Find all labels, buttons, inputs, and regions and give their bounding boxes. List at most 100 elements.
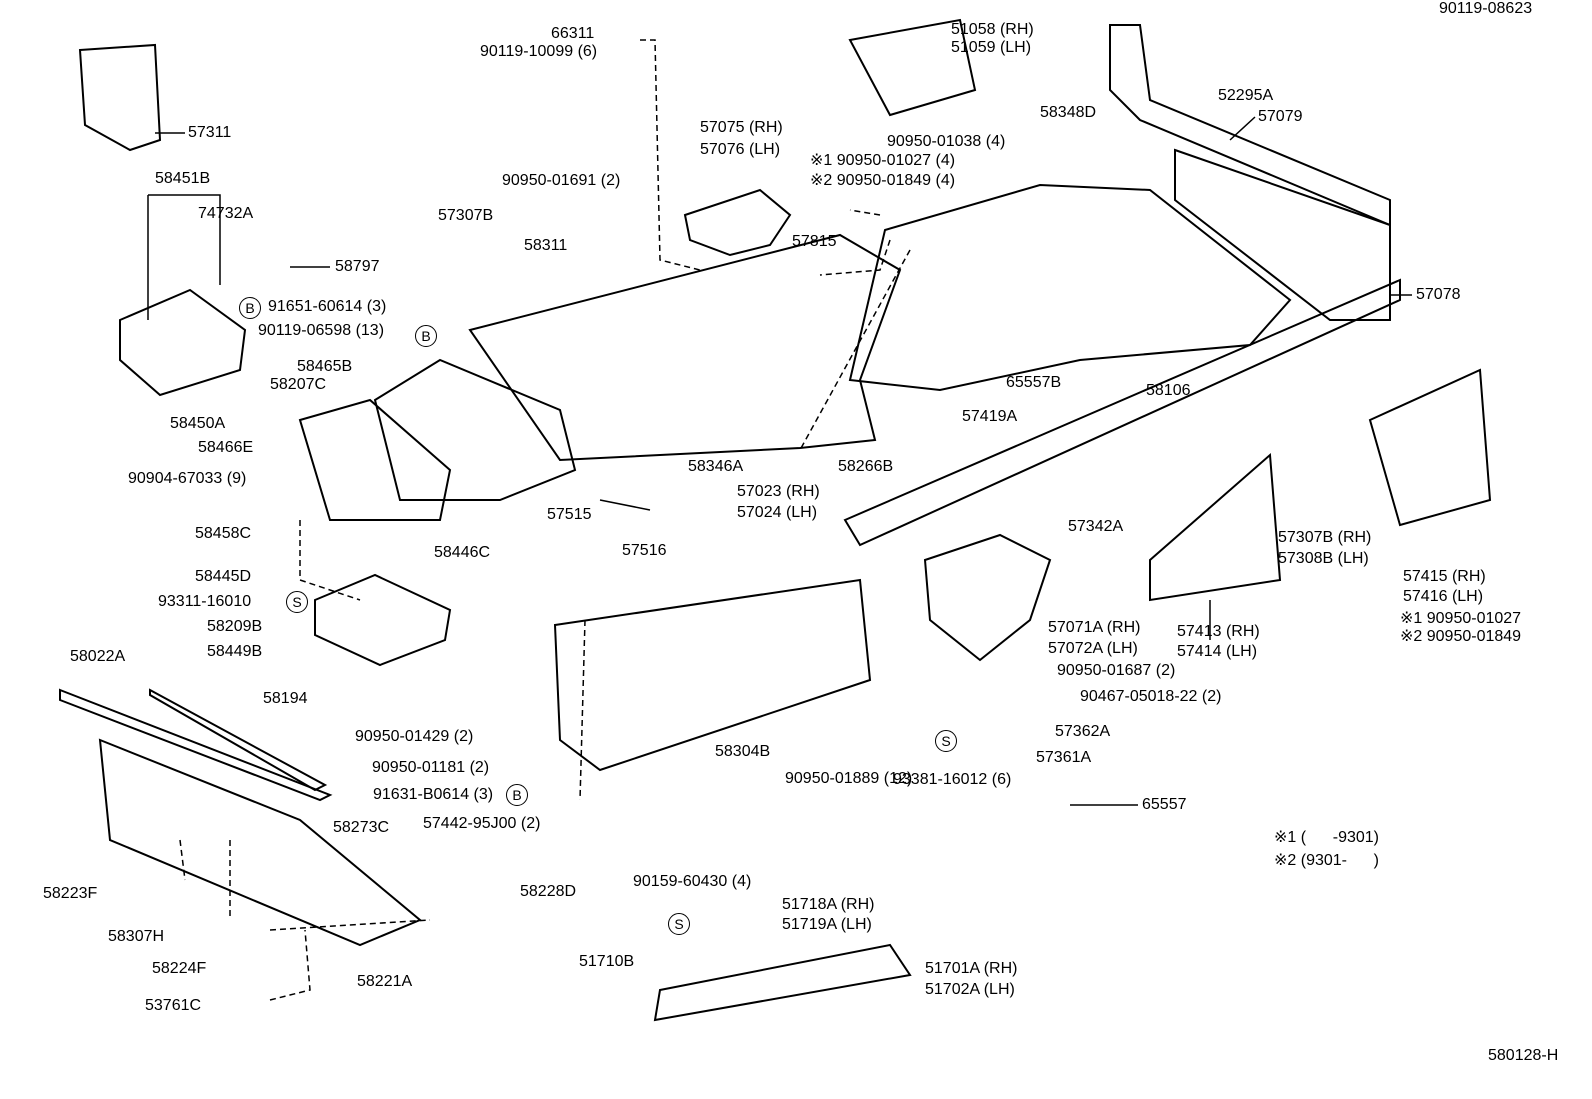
part-number-label: 74732A [198,205,254,222]
part-number-label: 58223F [43,885,98,902]
part-57311 [78,43,162,152]
part-number-label: 57023 (RH) [737,483,820,500]
diagram-id: 580128-H [1488,1047,1559,1064]
part-number-label: 51710B [579,953,635,970]
part-number-label: 58106 [1146,382,1191,399]
part-number-label: 57516 [622,542,667,559]
circled-marker-icon: B [239,297,261,319]
leader-dashed-lines [179,39,911,1001]
part-number-label: 58450A [170,415,226,432]
part-number-label: 58022A [70,648,126,665]
part-number-label: 58445D [195,568,252,585]
center-floor-tunnel [553,578,872,772]
part-number-label: 66311 [551,25,595,42]
part-number-label: ※1 90950-01027 (4) [810,152,956,169]
circled-marker-icon: B [506,784,528,806]
rear-quarter [1149,452,1282,602]
part-number-label: 90119-08623 [1439,0,1533,17]
circled-marker-icon: S [668,913,690,935]
part-number-label: 57442-95J00 (2) [423,815,541,832]
part-number-label: 91631-B0614 (3) [373,786,494,803]
part-number-label: 58797 [335,258,380,275]
part-number-label: 90950-01691 (2) [502,172,621,189]
part-number-label: 51702A (LH) [925,981,1015,998]
part-number-label: 58311 [524,237,568,254]
part-number-label: 58451B [155,170,211,187]
part-number-label: 57076 (LH) [700,141,781,158]
part-number-label: 90119-06598 (13) [258,322,385,339]
circled-marker-icon: B [415,325,437,347]
part-number-label: 57415 (RH) [1403,568,1486,585]
part-number-label: 58304B [715,743,771,760]
part-number-label: 91651-60614 (3) [268,298,387,315]
part-number-label: 58446C [434,544,491,561]
wheel-housing-58466E [298,398,452,521]
part-number-label: 51701A (RH) [925,960,1018,977]
part-number-label: 58224F [152,960,207,977]
part-number-label: 65557 [1142,796,1187,813]
part-number-label: 57419A [962,408,1018,425]
part-number-label: 57308B (LH) [1278,550,1369,567]
part-number-label: 57311 [188,124,232,141]
part-number-label: 90950-01687 (2) [1057,662,1176,679]
part-number-label: 58273C [333,819,390,836]
part-57075 [683,188,792,257]
part-number-label: 58194 [263,690,308,707]
part-number-label: 58266B [838,458,894,475]
part-number-label: 58465B [297,358,353,375]
part-number-label: ※1 ( -9301) [1274,829,1379,846]
part-number-label: 58209B [207,618,263,635]
part-number-label: 51719A (LH) [782,916,872,933]
part-number-label: 53761C [145,997,202,1014]
floor-side-rail [843,278,1401,547]
part-number-label: 58458C [195,525,252,542]
part-number-label: 58207C [270,376,327,393]
part-number-label: ※2 90950-01849 (4) [810,172,956,189]
part-number-label: 90119-10099 (6) [480,43,598,60]
part-number-label: 90950-01889 (12) [785,770,913,787]
part-number-label: 57414 (LH) [1177,643,1258,660]
part-number-label: 57815 [792,233,837,250]
rear-panel-upper [1109,24,1391,227]
circled-marker-icon: S [286,591,308,613]
rear-floor-panel [848,183,1292,392]
frame-member-58194 [149,688,328,792]
part-number-label: 90950-01429 (2) [355,728,474,745]
part-number-label: 93311-16010 [158,593,252,610]
front-floor-panel [468,233,902,462]
part-number-label: ※1 90950-01027 [1400,610,1522,627]
spare-tire-tray-58450A [119,288,247,397]
part-number-label: 51058 (RH) [951,21,1034,38]
rear-crossmember [1174,148,1391,321]
part-number-label: 51718A (RH) [782,896,875,913]
part-51058 [848,18,977,117]
part-number-label: 57342A [1068,518,1124,535]
part-number-label: 57413 (RH) [1177,623,1260,640]
part-number-label: 58307H [108,928,165,945]
part-number-label: 57071A (RH) [1048,619,1141,636]
rear-wheelhouse [1368,368,1492,527]
part-number-label: 51059 (LH) [951,39,1032,56]
part-number-label: ※2 90950-01849 [1400,628,1522,645]
part-number-label: 57079 [1258,108,1303,125]
part-number-label: 90950-01181 (2) [372,759,490,776]
part-number-label: 57361A [1036,749,1092,766]
part-number-label: 57416 (LH) [1403,588,1484,605]
part-number-label: 58228D [520,883,577,900]
part-number-label: 57307B (RH) [1278,529,1372,546]
part-number-label: ※2 (9301- ) [1274,852,1379,869]
part-number-label: 58221A [357,973,413,990]
part-number-label: 57072A (LH) [1048,640,1138,657]
rocker-panel [653,943,912,1022]
spare-tire-tray-58209B [314,573,452,667]
seat-bracket-57071A [923,533,1052,662]
part-number-label: 65557B [1006,374,1062,391]
circled-marker-icon: S [935,730,957,752]
part-number-label: 57078 [1416,286,1461,303]
part-number-label: 58449B [207,643,263,660]
part-number-label: 57362A [1055,723,1111,740]
part-number-label: 90950-01038 (4) [887,133,1006,150]
part-number-label: 57515 [547,506,592,523]
